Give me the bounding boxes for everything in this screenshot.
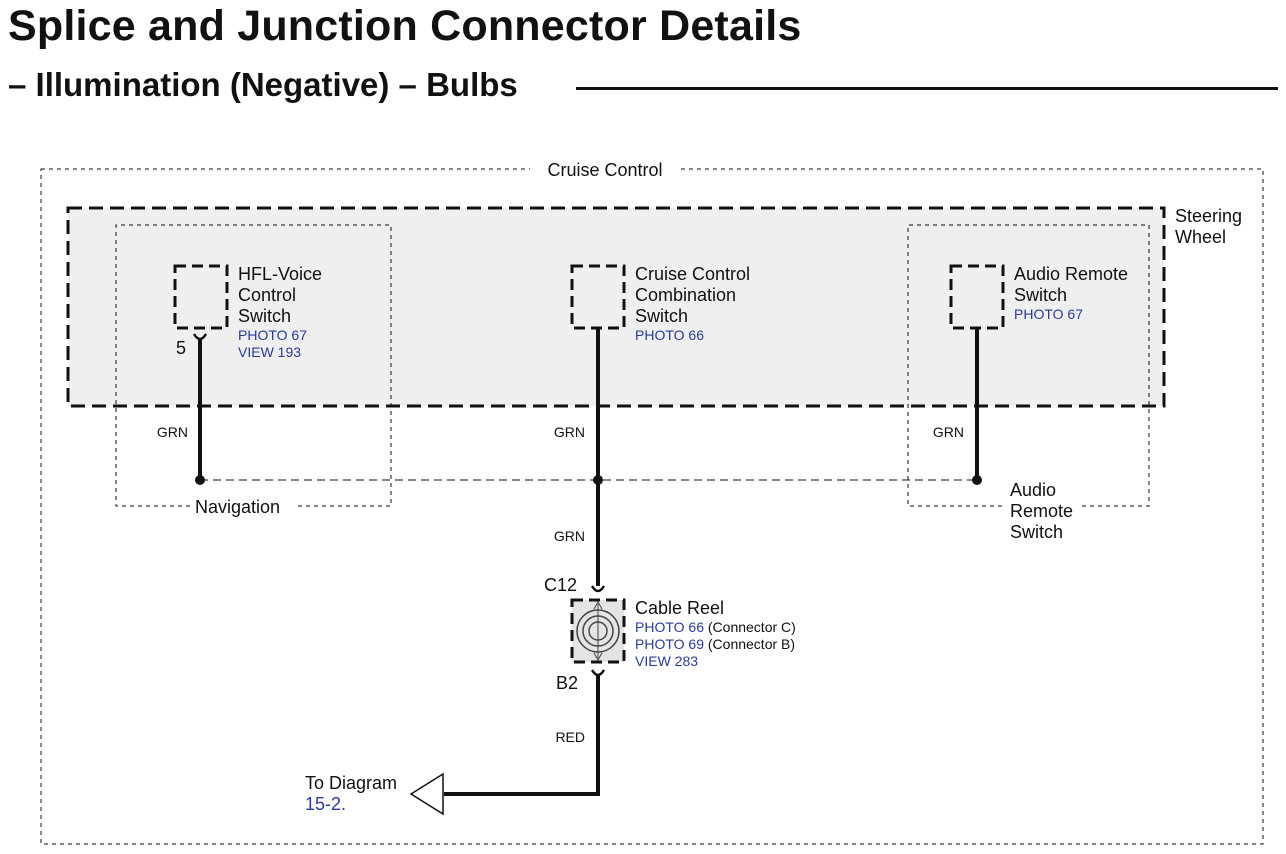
svg-text:PHOTO 67: PHOTO 67: [1014, 306, 1083, 322]
svg-text:Switch: Switch: [1014, 285, 1067, 305]
svg-text:Audio Remote: Audio Remote: [1014, 264, 1128, 284]
svg-text:Switch: Switch: [238, 306, 291, 326]
svg-text:Audio: Audio: [1010, 480, 1056, 500]
cable-reel-symbol: [570, 598, 626, 664]
trunk-wire-color: GRN: [554, 528, 585, 544]
page-title: Splice and Junction Connector Details: [8, 2, 802, 50]
cruise-wire-color: GRN: [554, 424, 585, 440]
svg-text:VIEW 283: VIEW 283: [635, 653, 698, 669]
cruise-combination-switch-label: Cruise Control Combination Switch PHOTO …: [635, 264, 750, 343]
hfl-voice-switch-label: HFL-Voice Control Switch PHOTO 67 VIEW 1…: [238, 264, 322, 360]
b2-pin-label: B2: [556, 673, 578, 693]
navigation-label: Navigation: [195, 497, 280, 517]
steering-wheel-region: [66, 206, 1166, 408]
svg-text:Switch: Switch: [635, 306, 688, 326]
svg-text:Cruise Control: Cruise Control: [635, 264, 750, 284]
steering-wheel-label: Steering Wheel: [1175, 206, 1242, 247]
svg-text:Wheel: Wheel: [1175, 227, 1226, 247]
svg-text:15-2.: 15-2.: [305, 794, 346, 814]
svg-text:VIEW 193: VIEW 193: [238, 344, 301, 360]
svg-text:HFL-Voice: HFL-Voice: [238, 264, 322, 284]
destination-label: To Diagram 15-2.: [305, 773, 397, 814]
svg-text:PHOTO 67: PHOTO 67: [238, 327, 307, 343]
svg-text:PHOTO 69 (Connector B): PHOTO 69 (Connector B): [635, 636, 795, 652]
audio-splice-dot: [972, 475, 982, 485]
audio-remote-switch-region-label: Audio Remote Switch: [1010, 480, 1073, 542]
svg-text:Steering: Steering: [1175, 206, 1242, 226]
c12-connector-icon: [590, 585, 606, 593]
cruise-control-label-bg: [530, 157, 680, 181]
svg-text:PHOTO 66 (Connector C): PHOTO 66 (Connector C): [635, 619, 796, 635]
audio-wire-color: GRN: [933, 424, 964, 440]
hfl-voice-switch-box: [173, 264, 229, 330]
cruise-control-label: Cruise Control: [547, 160, 662, 180]
hfl-wire-color: GRN: [157, 424, 188, 440]
svg-text:PHOTO 66: PHOTO 66: [635, 327, 704, 343]
svg-text:Combination: Combination: [635, 285, 736, 305]
page-subtitle: – Illumination (Negative) – Bulbs: [8, 66, 518, 103]
svg-text:To Diagram: To Diagram: [305, 773, 397, 793]
svg-text:Cable Reel: Cable Reel: [635, 598, 724, 618]
reel-output-wire-color: RED: [555, 729, 585, 745]
destination-arrow-icon: [409, 772, 444, 816]
reel-output-wire: [444, 676, 600, 796]
audio-remote-switch-label: Audio Remote Switch PHOTO 67: [1014, 264, 1128, 322]
subtitle-row: – Illumination (Negative) – Bulbs: [8, 66, 1280, 106]
svg-text:Remote: Remote: [1010, 501, 1073, 521]
c12-pin-label: C12: [544, 575, 577, 595]
cable-reel-label: Cable Reel PHOTO 66 (Connector C) PHOTO …: [635, 598, 796, 669]
hfl-pin-label: 5: [176, 338, 186, 358]
b2-connector-icon: [590, 669, 606, 677]
svg-text:Switch: Switch: [1010, 522, 1063, 542]
subtitle-rule: [576, 87, 1278, 90]
svg-text:Control: Control: [238, 285, 296, 305]
hfl-splice-dot: [195, 475, 205, 485]
hfl-pin-connector-icon: [192, 333, 208, 341]
